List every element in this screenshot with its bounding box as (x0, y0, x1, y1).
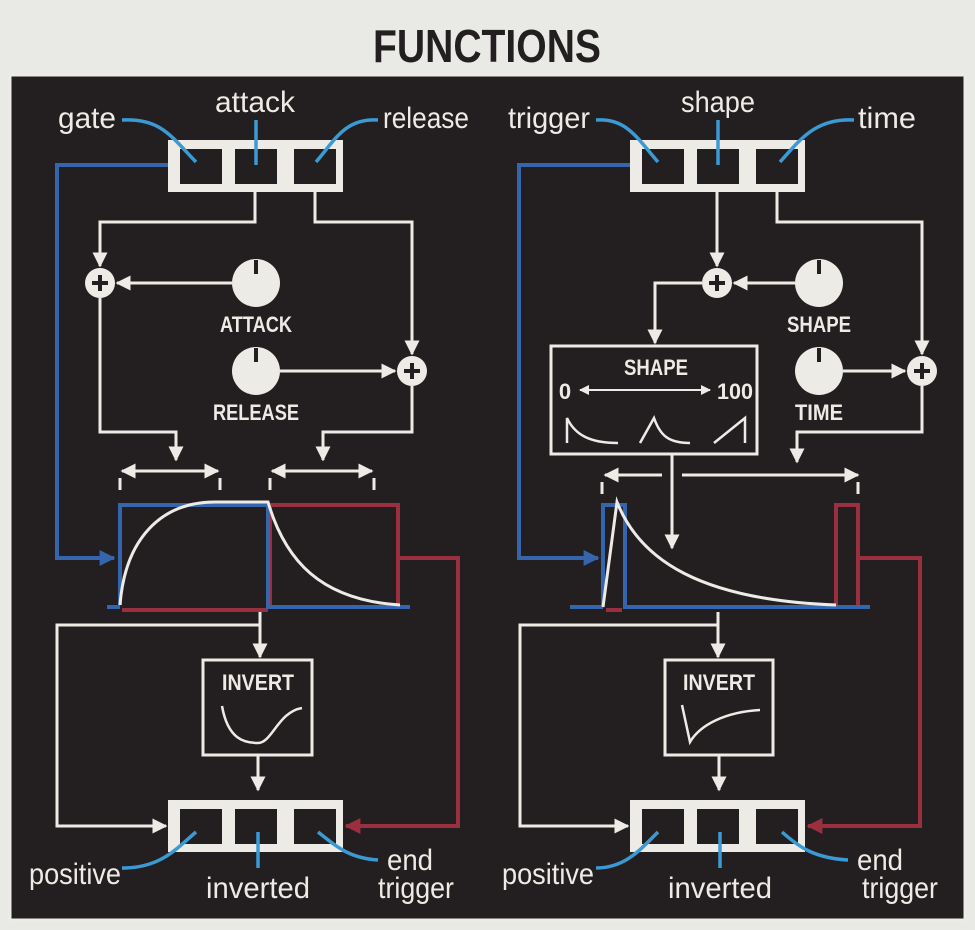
positive-output-label: positive (29, 858, 121, 891)
time-knob-label: TIME (795, 400, 843, 425)
positive-wire (518, 612, 720, 834)
trigger-wire (517, 163, 630, 566)
callout-line (316, 830, 379, 862)
trigger-output-label: trigger (378, 872, 454, 905)
shape-box-title: SHAPE (624, 355, 688, 380)
output-jacks (168, 800, 343, 852)
shape-input-label: shape (681, 86, 755, 119)
output-jacks (630, 800, 805, 852)
positive-output-label: positive (502, 858, 594, 891)
positive-wire (55, 612, 262, 834)
release-cv-wire (313, 192, 420, 356)
end-trigger-jack[interactable] (294, 809, 336, 844)
wire (98, 298, 184, 462)
wire (789, 386, 924, 464)
time-jack[interactable] (756, 149, 798, 184)
time-input-label: time (858, 102, 916, 135)
callout-line (121, 830, 198, 870)
plus-icon (397, 356, 427, 386)
release-input-label: release (383, 102, 469, 135)
inverted-jack[interactable] (697, 809, 739, 844)
end-trigger-wire (344, 556, 460, 834)
callout-line (121, 118, 198, 164)
shape-box (549, 344, 759, 456)
attack-input-label: attack (215, 86, 296, 119)
gate-wire (55, 163, 168, 566)
callout-line (595, 830, 660, 870)
envelope-panel: gate attack release ATTACK RELEASE (29, 86, 469, 905)
end-output-label: end (857, 844, 903, 877)
time-ticks (600, 482, 860, 494)
inverted-output-label: inverted (206, 872, 310, 905)
function-panel: trigger shape time SHAPE TIME SHAPE 0 10… (502, 86, 938, 905)
attack-cv-wire (92, 192, 257, 268)
shape-max-label: 100 (717, 379, 753, 404)
time-knob[interactable] (795, 347, 843, 395)
time-cv-wire (775, 192, 930, 356)
inverted-jack[interactable] (235, 809, 277, 844)
inverted-curve-icon (680, 704, 761, 746)
plus-icon (907, 356, 937, 386)
diagram-title: FUNCTIONS (373, 20, 601, 72)
end-trigger-wire (806, 556, 922, 834)
wire (647, 281, 702, 345)
time-ticks (118, 478, 376, 490)
end-output-label: end (387, 844, 433, 877)
release-jack[interactable] (294, 149, 336, 184)
diagram-panel (8, 73, 967, 922)
shape-knob[interactable] (795, 259, 843, 307)
shape-knob-label: SHAPE (787, 312, 851, 337)
callout-line (778, 118, 855, 164)
exponential-shape-icon (565, 417, 619, 445)
gate-input-label: gate (58, 102, 116, 135)
peak-shape-icon (638, 414, 691, 445)
function-graph (570, 496, 870, 612)
callout-line (595, 118, 660, 164)
trigger-jack[interactable] (642, 149, 684, 184)
release-knob-label: RELEASE (213, 400, 299, 425)
shape-min-label: 0 (559, 379, 571, 404)
callout-line (314, 118, 379, 164)
envelope-graph (107, 500, 410, 612)
plus-icon (702, 268, 732, 298)
trigger-input-label: trigger (508, 102, 590, 135)
ramp-shape-icon (713, 415, 747, 444)
attack-knob-label: ATTACK (220, 312, 292, 337)
positive-jack[interactable] (642, 809, 684, 844)
wire (315, 386, 414, 462)
plus-icon (85, 268, 115, 298)
attack-knob[interactable] (232, 259, 280, 307)
invert-label: INVERT (683, 670, 755, 695)
release-knob[interactable] (232, 347, 280, 395)
inverted-curve-icon (220, 705, 303, 745)
callout-line (780, 830, 849, 862)
inverted-output-label: inverted (668, 872, 772, 905)
trigger-output-label: trigger (862, 872, 938, 905)
invert-label: INVERT (222, 670, 294, 695)
